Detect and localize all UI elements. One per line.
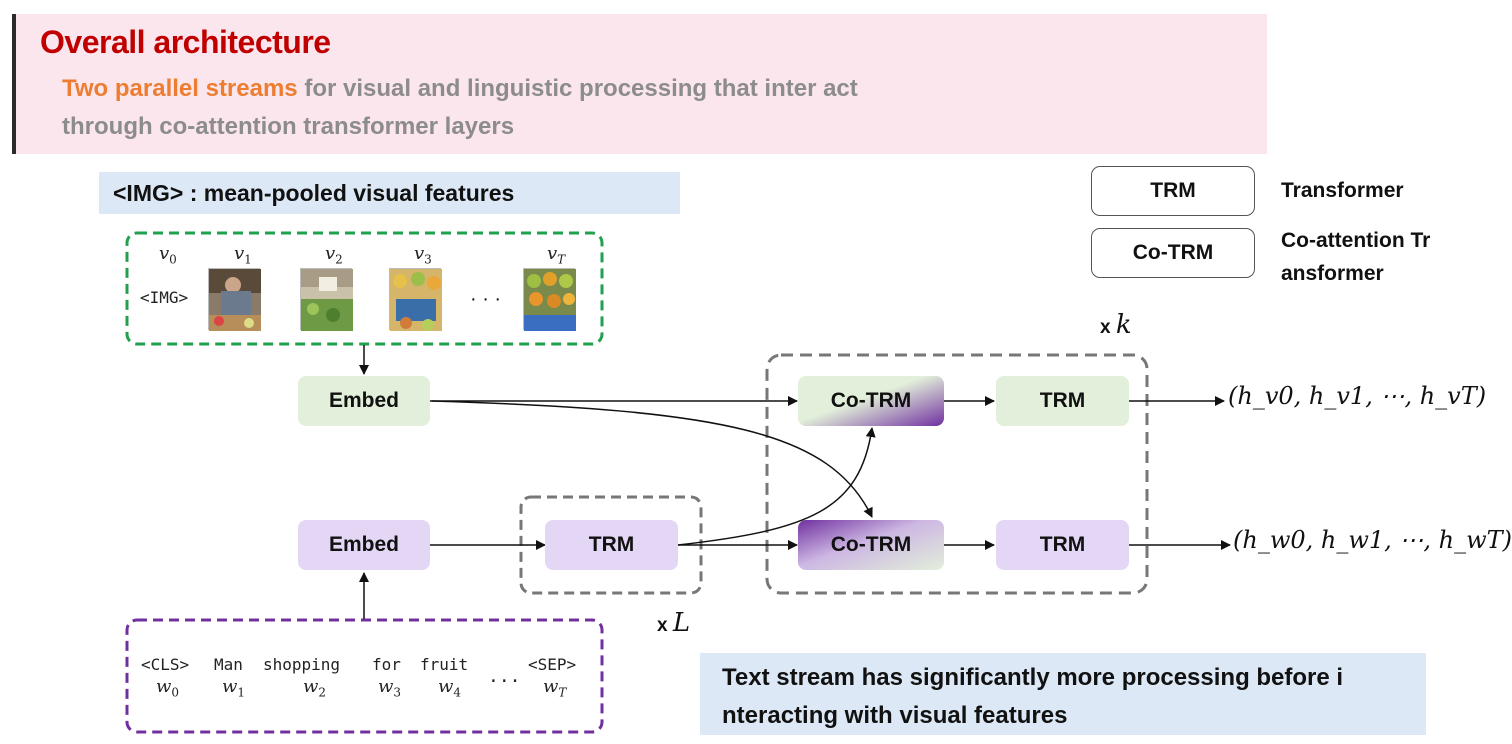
word-label-w3: w3 xyxy=(378,676,402,700)
word-label-w0: w0 xyxy=(156,676,180,700)
word-label-w1: w1 xyxy=(222,676,246,700)
trm-text-pre-block: TRM xyxy=(545,520,678,570)
legend-trm-box: TRM xyxy=(1091,166,1255,216)
repeat-k-label: x k xyxy=(1100,310,1132,340)
legend-cotrm-desc-1: Co-attention Tr xyxy=(1281,229,1431,252)
token-ellipsis: ... xyxy=(488,666,521,687)
legend-trm-desc: Transformer xyxy=(1281,179,1404,202)
page-subtitle: Two parallel streams for visual and ling… xyxy=(62,70,902,146)
arrow-cross-text-to-visual xyxy=(677,427,876,546)
text-output: (h_w0, h_w1, ⋯, h_wT) xyxy=(1233,526,1512,554)
img-token: <IMG> xyxy=(140,288,189,307)
visual-ellipsis: · · · xyxy=(470,288,502,310)
word-label-w2: w2 xyxy=(303,676,327,700)
image-region-2 xyxy=(300,268,353,331)
trm-visual-block: TRM xyxy=(996,376,1129,426)
token-shopping: shopping xyxy=(263,655,341,674)
legend-cotrm-desc-2: ansformer xyxy=(1281,262,1384,285)
token-vT: vT xyxy=(547,243,566,267)
embed-visual-block: Embed xyxy=(298,376,430,426)
bottom-note: Text stream has significantly more proce… xyxy=(700,653,1426,735)
image-region-T xyxy=(523,268,576,331)
word-label-w4: w4 xyxy=(438,676,462,700)
word-label-wT: wT xyxy=(543,676,567,700)
legend-cotrm-box: Co-TRM xyxy=(1091,228,1255,278)
text-input-frame xyxy=(125,618,604,734)
embed-text-block: Embed xyxy=(298,520,430,570)
token-v0: v0 xyxy=(159,243,177,267)
token-man: Man xyxy=(214,655,243,674)
token-fruit: fruit xyxy=(420,655,469,674)
repeat-k-frame xyxy=(765,353,1149,595)
token-v3: v3 xyxy=(414,243,432,267)
trm-text-block: TRM xyxy=(996,520,1129,570)
cotrm-visual-block: Co-TRM xyxy=(798,376,944,426)
image-region-1 xyxy=(208,268,261,331)
repeat-l-label: x L xyxy=(657,608,691,638)
img-token-note: <IMG> : mean-pooled visual features xyxy=(99,172,680,214)
token-sep: <SEP> xyxy=(528,655,577,674)
token-for: for xyxy=(372,655,401,674)
subtitle-highlight: Two parallel streams xyxy=(62,75,298,102)
token-v2: v2 xyxy=(325,243,343,267)
image-region-3 xyxy=(389,268,442,331)
visual-input-frame xyxy=(125,231,604,346)
header-banner xyxy=(12,14,1267,154)
token-v1: v1 xyxy=(234,243,252,267)
visual-output: (h_v0, h_v1, ⋯, h_vT) xyxy=(1228,382,1487,410)
page-title: Overall architecture xyxy=(40,24,331,60)
cotrm-text-block: Co-TRM xyxy=(798,520,944,570)
token-cls: <CLS> xyxy=(141,655,190,674)
subtitle-text: for visual and linguistic processing tha… xyxy=(62,75,858,140)
